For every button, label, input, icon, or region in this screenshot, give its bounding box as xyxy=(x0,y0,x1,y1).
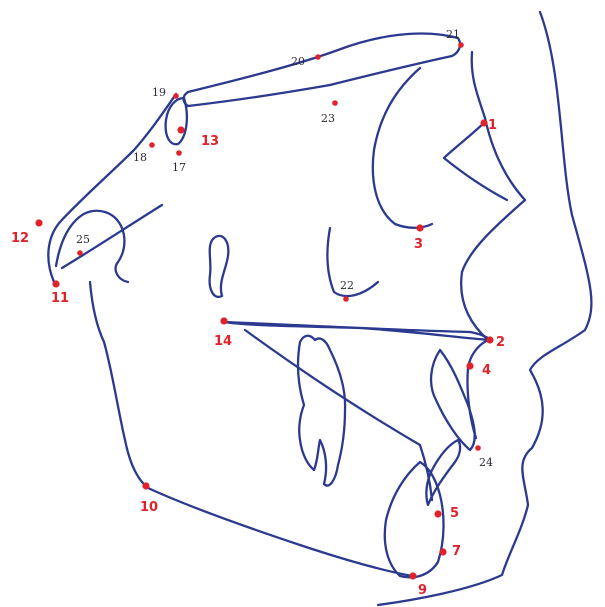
skull-back xyxy=(48,94,176,282)
landmark-label-9: 9 xyxy=(418,583,427,598)
landmark-label-22: 22 xyxy=(340,279,354,292)
landmark-label-7: 7 xyxy=(452,544,461,559)
landmark-point-18 xyxy=(149,142,155,148)
landmark-label-19: 19 xyxy=(152,86,166,99)
landmark-label-20: 20 xyxy=(291,55,305,68)
anatomical-outlines xyxy=(48,12,591,605)
landmark-label-14: 14 xyxy=(214,334,232,349)
landmark-point-9 xyxy=(409,572,416,579)
landmark-label-11: 11 xyxy=(51,291,69,306)
nasal-bone-line xyxy=(472,52,485,118)
landmark-point-25 xyxy=(77,250,83,256)
landmark-label-23: 23 xyxy=(321,112,335,125)
landmark-label-18: 18 xyxy=(133,151,147,164)
landmark-point-2 xyxy=(486,336,493,343)
soft-tissue-profile xyxy=(378,12,591,605)
landmark-point-10 xyxy=(142,482,149,489)
condyle-loop xyxy=(56,211,128,282)
occlusal-mandibular-line xyxy=(245,330,432,500)
landmark-point-24 xyxy=(475,445,481,451)
landmark-point-12 xyxy=(35,219,42,226)
palatal-plane xyxy=(224,322,490,340)
landmark-label-12: 12 xyxy=(11,231,29,246)
landmark-label-1: 1 xyxy=(488,118,497,133)
landmark-point-20 xyxy=(315,54,321,60)
landmark-point-23 xyxy=(332,100,338,106)
pterygomaxillary-fissure xyxy=(210,236,229,297)
landmark-label-4: 4 xyxy=(482,363,491,378)
landmark-label-13: 13 xyxy=(201,134,219,149)
landmark-label-5: 5 xyxy=(450,506,459,521)
landmark-point-19 xyxy=(173,93,179,99)
symphysis xyxy=(385,462,444,577)
anterior-maxilla xyxy=(467,340,488,438)
orbit-contour xyxy=(373,68,432,228)
landmark-point-14 xyxy=(220,317,227,324)
landmark-label-2: 2 xyxy=(496,335,505,350)
landmark-point-22 xyxy=(343,296,349,302)
upper-molar xyxy=(298,336,345,486)
landmark-point-13 xyxy=(177,126,184,133)
landmark-point-5 xyxy=(434,510,441,517)
landmark-label-17: 17 xyxy=(172,161,186,174)
landmark-point-21 xyxy=(458,42,464,48)
ramus-and-mandible xyxy=(90,282,412,576)
landmark-point-11 xyxy=(52,280,59,287)
landmark-label-10: 10 xyxy=(140,500,158,515)
landmark-point-3 xyxy=(416,224,423,231)
landmark-point-4 xyxy=(466,362,473,369)
landmark-point-1 xyxy=(480,119,487,126)
landmark-point-17 xyxy=(176,150,182,156)
landmark-label-24: 24 xyxy=(479,456,493,469)
landmark-point-7 xyxy=(439,548,446,555)
landmark-label-21: 21 xyxy=(446,28,460,41)
landmark-label-3: 3 xyxy=(414,237,423,252)
landmark-label-25: 25 xyxy=(76,233,90,246)
nasion-notch xyxy=(444,122,507,200)
frontal-contour xyxy=(461,118,525,340)
